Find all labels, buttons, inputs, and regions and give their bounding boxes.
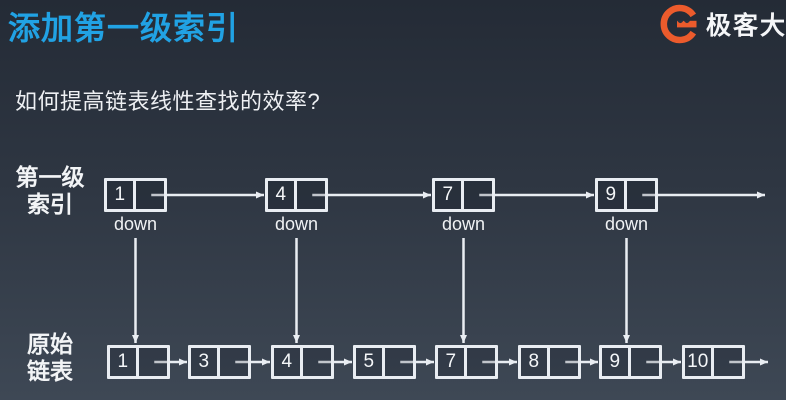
node-pointer-cell [139, 348, 168, 376]
list-node-5: 5 [353, 345, 416, 379]
node-value: 5 [356, 348, 385, 376]
node-pointer-cell [464, 181, 493, 209]
node-value: 7 [435, 181, 464, 209]
index-node-7: 7 [432, 178, 495, 212]
node-value: 7 [438, 348, 467, 376]
node-pointer-cell [631, 348, 660, 376]
list-node-3: 3 [188, 345, 251, 379]
down-pointer-label: down [274, 214, 319, 234]
node-pointer-cell [385, 348, 414, 376]
brand-logo: 极客大 [660, 4, 786, 44]
list-row-label: 原始 链表 [6, 331, 94, 385]
index-node-1: 1 [104, 178, 167, 212]
index-node-9: 9 [595, 178, 658, 212]
down-pointer-label: down [441, 214, 486, 234]
node-value: 9 [598, 181, 627, 209]
list-node-9: 9 [599, 345, 662, 379]
question-text: 如何提高链表线性查找的效率? [15, 89, 321, 114]
geek-logo-icon [660, 4, 697, 44]
node-value: 3 [191, 348, 220, 376]
node-value: 1 [107, 181, 136, 209]
down-pointer-label: down [113, 214, 158, 234]
index-row-label: 第一级 索引 [6, 164, 94, 218]
node-value: 10 [685, 348, 714, 376]
index-row-label-line2: 索引 [27, 191, 73, 217]
node-pointer-cell [467, 348, 496, 376]
node-value: 1 [110, 348, 139, 376]
node-pointer-cell [136, 181, 165, 209]
node-value: 4 [274, 348, 303, 376]
node-value: 4 [268, 181, 297, 209]
list-node-7: 7 [435, 345, 498, 379]
node-pointer-cell [297, 181, 326, 209]
list-node-4: 4 [271, 345, 334, 379]
list-node-1: 1 [107, 345, 170, 379]
index-row-label-line1: 第一级 [15, 164, 85, 190]
index-node-4: 4 [265, 178, 328, 212]
brand-name: 极客大 [706, 12, 786, 40]
list-row-label-line2: 链表 [27, 358, 73, 384]
list-node-8: 8 [518, 345, 581, 379]
list-node-10: 10 [682, 345, 745, 379]
page-title: 添加第一级索引 [8, 10, 240, 46]
node-pointer-cell [714, 348, 743, 376]
node-value: 8 [521, 348, 550, 376]
node-pointer-cell [220, 348, 249, 376]
node-pointer-cell [550, 348, 579, 376]
node-value: 9 [602, 348, 631, 376]
node-pointer-cell [303, 348, 332, 376]
down-pointer-label: down [604, 214, 649, 234]
node-pointer-cell [627, 181, 656, 209]
list-row-label-line1: 原始 [27, 331, 73, 357]
